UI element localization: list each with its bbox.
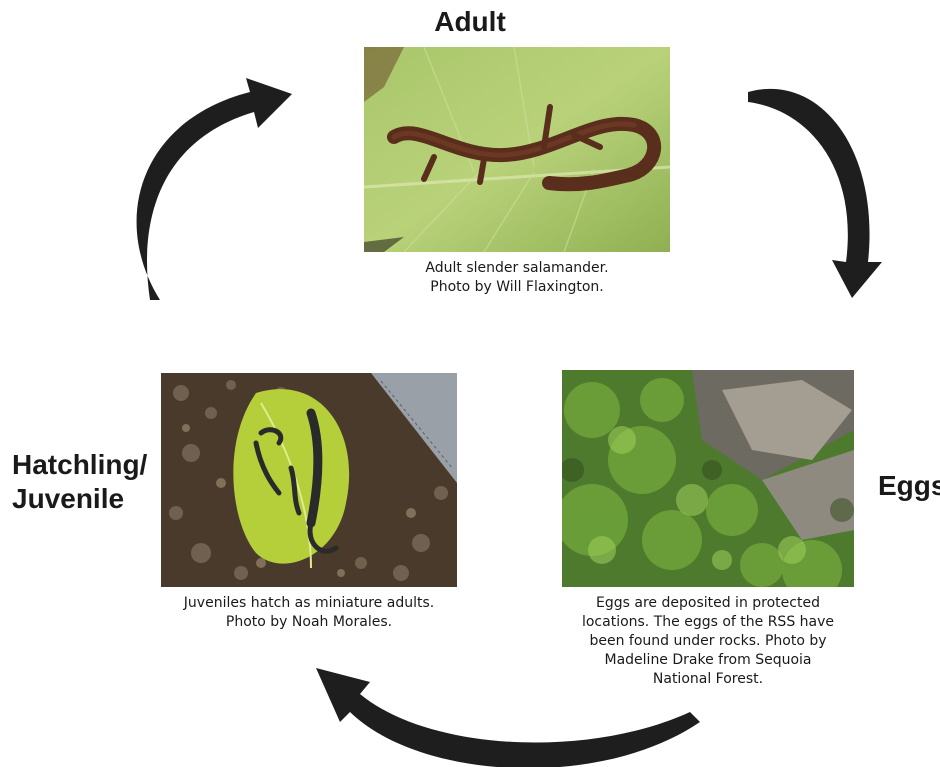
egg-habitat-photo bbox=[562, 370, 854, 587]
arrow-hatchling-to-adult bbox=[137, 78, 292, 300]
juvenile-caption-line-1: Juveniles hatch as miniature adults. bbox=[140, 594, 478, 613]
eggs-caption: Eggs are deposited in protected location… bbox=[560, 594, 856, 689]
arrow-adult-to-eggs bbox=[748, 89, 882, 298]
adult-salamander-photo bbox=[364, 47, 670, 252]
stage-label-hatchling-line-2: Juvenile bbox=[12, 482, 147, 516]
juvenile-caption-line-2: Photo by Noah Morales. bbox=[140, 613, 478, 632]
eggs-caption-line-4: Madeline Drake from Sequoia bbox=[560, 651, 856, 670]
adult-caption-line-2: Photo by Will Flaxington. bbox=[364, 278, 670, 297]
stage-label-hatchling-line-1: Hatchling/ bbox=[12, 448, 147, 482]
stage-label-hatchling: Hatchling/ Juvenile bbox=[12, 448, 147, 516]
eggs-caption-line-3: been found under rocks. Photo by bbox=[560, 632, 856, 651]
eggs-caption-line-2: locations. The eggs of the RSS have bbox=[560, 613, 856, 632]
eggs-caption-line-5: National Forest. bbox=[560, 670, 856, 689]
stage-label-adult: Adult bbox=[434, 6, 506, 38]
stage-label-eggs: Eggs bbox=[878, 470, 940, 502]
eggs-caption-line-1: Eggs are deposited in protected bbox=[560, 594, 856, 613]
juvenile-caption: Juveniles hatch as miniature adults. Pho… bbox=[140, 594, 478, 632]
adult-caption-line-1: Adult slender salamander. bbox=[364, 259, 670, 278]
adult-caption: Adult slender salamander. Photo by Will … bbox=[364, 259, 670, 297]
juvenile-salamanders-photo bbox=[161, 373, 457, 587]
